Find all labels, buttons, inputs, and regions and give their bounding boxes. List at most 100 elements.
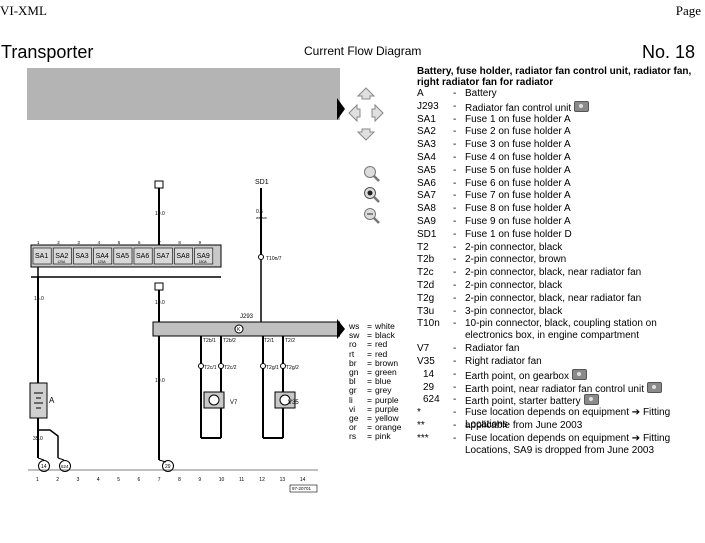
legend-code: * [417, 407, 421, 419]
track-number: 14 [300, 477, 306, 483]
track-number: 4 [97, 477, 100, 483]
legend-code: V35 [417, 356, 435, 367]
legend-code: T2g [417, 292, 435, 304]
color-code: ge [349, 413, 359, 423]
legend-dash: - [453, 267, 457, 279]
zoom-in-icon[interactable] [364, 166, 380, 182]
earth-point-29 [162, 460, 174, 472]
zoom-controls[interactable] [362, 164, 382, 224]
legend-code: T10n [417, 318, 440, 330]
color-name: red [375, 348, 388, 359]
fuse-pin: 7 [158, 240, 161, 245]
legend-code: T2 [417, 241, 429, 253]
battery-label: A [49, 396, 55, 405]
pan-right-icon[interactable] [371, 103, 384, 123]
legend-text: Radiator fan [465, 343, 520, 355]
fuse-sa2 [52, 247, 72, 265]
page-title: Transporter [1, 42, 94, 62]
legend-dash: - [453, 356, 457, 367]
legend-text: Fuse 6 on fuse holder A [465, 177, 571, 189]
legend-dash: - [453, 318, 457, 330]
legend-dash: - [453, 254, 457, 266]
t2c2-label: T2c/2 [224, 365, 237, 371]
camera-icon[interactable] [647, 381, 662, 393]
color-equals: = [367, 330, 372, 341]
color-code: ws [349, 321, 360, 331]
page-label: Page [675, 3, 701, 18]
earth-29-label: 29 [165, 464, 171, 470]
color-name: purple [375, 403, 399, 414]
color-equals: = [367, 394, 372, 405]
legend-dash: - [453, 126, 457, 138]
legend-dash: - [453, 368, 457, 380]
pan-left-icon[interactable] [348, 103, 361, 123]
color-code: gr [349, 385, 357, 396]
fuse-pin: 1 [37, 240, 40, 245]
zoom-fit-icon[interactable] [364, 187, 380, 203]
fuse-rating: 125A [98, 260, 107, 264]
legend-dash: - [453, 432, 457, 444]
page-subtitle: Current Flow Diagram [304, 44, 422, 58]
legend-dash: - [453, 394, 457, 406]
t2b1-label: T2b/1 [203, 338, 216, 344]
legend-dash: - [453, 343, 457, 355]
camera-icon[interactable] [571, 368, 587, 380]
legend-dash: - [453, 420, 457, 431]
track-number: 7 [158, 477, 161, 483]
legend-text: Battery [465, 88, 497, 99]
track-number: 10 [219, 477, 225, 483]
color-name: red [375, 339, 388, 350]
legend-text: Right radiator fan [465, 356, 542, 367]
circuit-diagram: 10.0 SD1 0.5 ws/sw T10n/7 SA11SA2125A2SA… [27, 68, 340, 493]
color-code: bl [349, 376, 356, 387]
legend-text: applicable from June 2003 [465, 420, 583, 431]
wire-size-label: 10.0 [155, 300, 165, 306]
t2g2-label: T2g/2 [286, 365, 299, 371]
legend-text: Fuse 4 on fuse holder A [465, 152, 571, 163]
pan-arrows[interactable] [346, 85, 388, 145]
document-number: No. 18 [642, 42, 696, 62]
legend-code: SA6 [417, 177, 436, 189]
legend-text: 2-pin connector, black [465, 241, 563, 253]
legend-dash: - [453, 216, 457, 227]
legend-code: T2d [417, 280, 435, 291]
legend-text: Fuse location depends on equipment ➔ Fit… [465, 407, 671, 431]
legend-text: Fuse location depends on equipment ➔ Fit… [465, 432, 671, 456]
camera-icon[interactable] [583, 394, 599, 406]
t2-2-label: T2/2 [285, 338, 295, 344]
terminal-top [154, 180, 164, 189]
fuse-pin: 8 [178, 240, 181, 245]
fuse-pin: 5 [118, 240, 121, 245]
earth-624-label: 624 [61, 464, 69, 469]
legend-text: Radiator fan control unit [465, 100, 705, 115]
legend-text: Fuse 3 on fuse holder A [465, 139, 571, 151]
zoom-out-icon[interactable] [364, 208, 380, 224]
track-number: 12 [259, 477, 265, 483]
color-equals: = [367, 431, 372, 442]
legend-text: Fuse 7 on fuse holder A [465, 190, 571, 202]
fuse-pin: 9 [199, 240, 202, 245]
legend-text: 3-pin connector, black [465, 305, 563, 317]
legend-code: 624 [423, 394, 440, 406]
legend-code: SA5 [417, 164, 436, 176]
pan-up-icon[interactable] [356, 87, 376, 100]
legend-text: 10-pin connector, black, coupling statio… [465, 318, 657, 342]
fuse-label: SA4 [96, 253, 109, 260]
legend-text: Earth point, near radiator fan control u… [465, 381, 705, 396]
legend-code: T2c [417, 267, 434, 279]
track-number: 6 [138, 477, 141, 483]
fuse-sa7 [153, 247, 173, 265]
legend-text: Fuse 9 on fuse holder A [465, 216, 571, 227]
color-code: ro [349, 339, 357, 350]
earth-14-label: 14 [41, 464, 47, 470]
fuse-label: SA8 [176, 253, 189, 260]
color-equals: = [367, 321, 372, 331]
legend-dash: - [453, 280, 457, 291]
pan-down-icon[interactable] [356, 128, 376, 141]
legend-dash: - [453, 305, 457, 317]
camera-icon[interactable] [574, 100, 590, 112]
color-name: white [375, 321, 395, 331]
color-code: sw [349, 330, 360, 341]
color-name: grey [375, 385, 392, 396]
color-name: pink [375, 431, 391, 442]
